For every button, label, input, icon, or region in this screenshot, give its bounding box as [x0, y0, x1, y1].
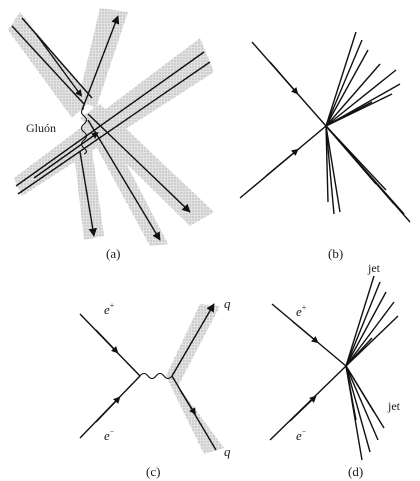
label-q-bottom: q [224, 444, 231, 459]
panel-a-beam-line-1 [11, 25, 85, 105]
panel-a-cross-arrow [33, 131, 99, 179]
panel-b-beam-upper-arrow [269, 61, 299, 95]
panel-c-eminus-arrow [95, 396, 121, 423]
panel-d-jet-lower [345, 365, 385, 461]
panel-c: e+ e− q q (c) [79, 296, 231, 479]
panel-c-eplus-arrow [95, 329, 119, 354]
panel-c-q-bottom-arrow [179, 389, 196, 415]
panel-b: (b) [239, 31, 411, 261]
panel-c-photon-wavy [139, 372, 173, 380]
panel-a-shade-right-down [80, 104, 214, 226]
panel-a-gluon-wavy [80, 107, 88, 155]
panel-a-track-gluon [79, 151, 97, 237]
panel-a-shade-bottom [84, 124, 168, 246]
panel-a-shade-lower-left [74, 150, 104, 240]
panel-a: Gluón (a) [8, 8, 214, 261]
panel-b-jet-upper [325, 31, 401, 127]
label-jet-right: jet [387, 399, 401, 413]
label-q-top: q [224, 296, 231, 311]
panel-a-beam-arrow [35, 33, 83, 97]
panel-a-shade-top [78, 8, 128, 108]
panel-c-shade [166, 304, 224, 454]
panel-c-q-top-line [171, 303, 215, 377]
panel-d-eminus-arrow [289, 395, 317, 422]
panel-a-cross-line-2 [17, 61, 211, 195]
panel-c-q-bottom-line [171, 375, 217, 451]
panel-a-track-bottom [87, 119, 161, 241]
panel-a-track-top [81, 15, 120, 111]
caption-d: (d) [348, 464, 363, 479]
panel-a-beam-line-2 [21, 17, 93, 99]
gluon-label: Gluón [26, 121, 56, 135]
panel-a-track-right [87, 113, 191, 213]
label-e-minus-c: e− [104, 427, 115, 443]
label-e-plus-d: e+ [296, 303, 307, 319]
label-e-plus-c: e+ [104, 301, 115, 317]
panel-d-eplus-arrow [291, 320, 319, 344]
caption-b: (b) [328, 246, 343, 261]
panel-b-jet-lower [325, 125, 411, 223]
label-e-minus-d: e− [296, 427, 307, 443]
caption-c: (c) [146, 464, 160, 479]
panel-d-jet-upper [345, 275, 399, 367]
panel-a-cross-line-1 [15, 51, 205, 187]
panel-d: e+ e− jet jet (d) [269, 261, 401, 479]
panel-a-shade-upper-left [8, 12, 92, 118]
caption-a: (a) [106, 246, 120, 261]
panel-b-beam-lower-arrow [265, 148, 299, 177]
label-jet-top: jet [367, 261, 381, 275]
